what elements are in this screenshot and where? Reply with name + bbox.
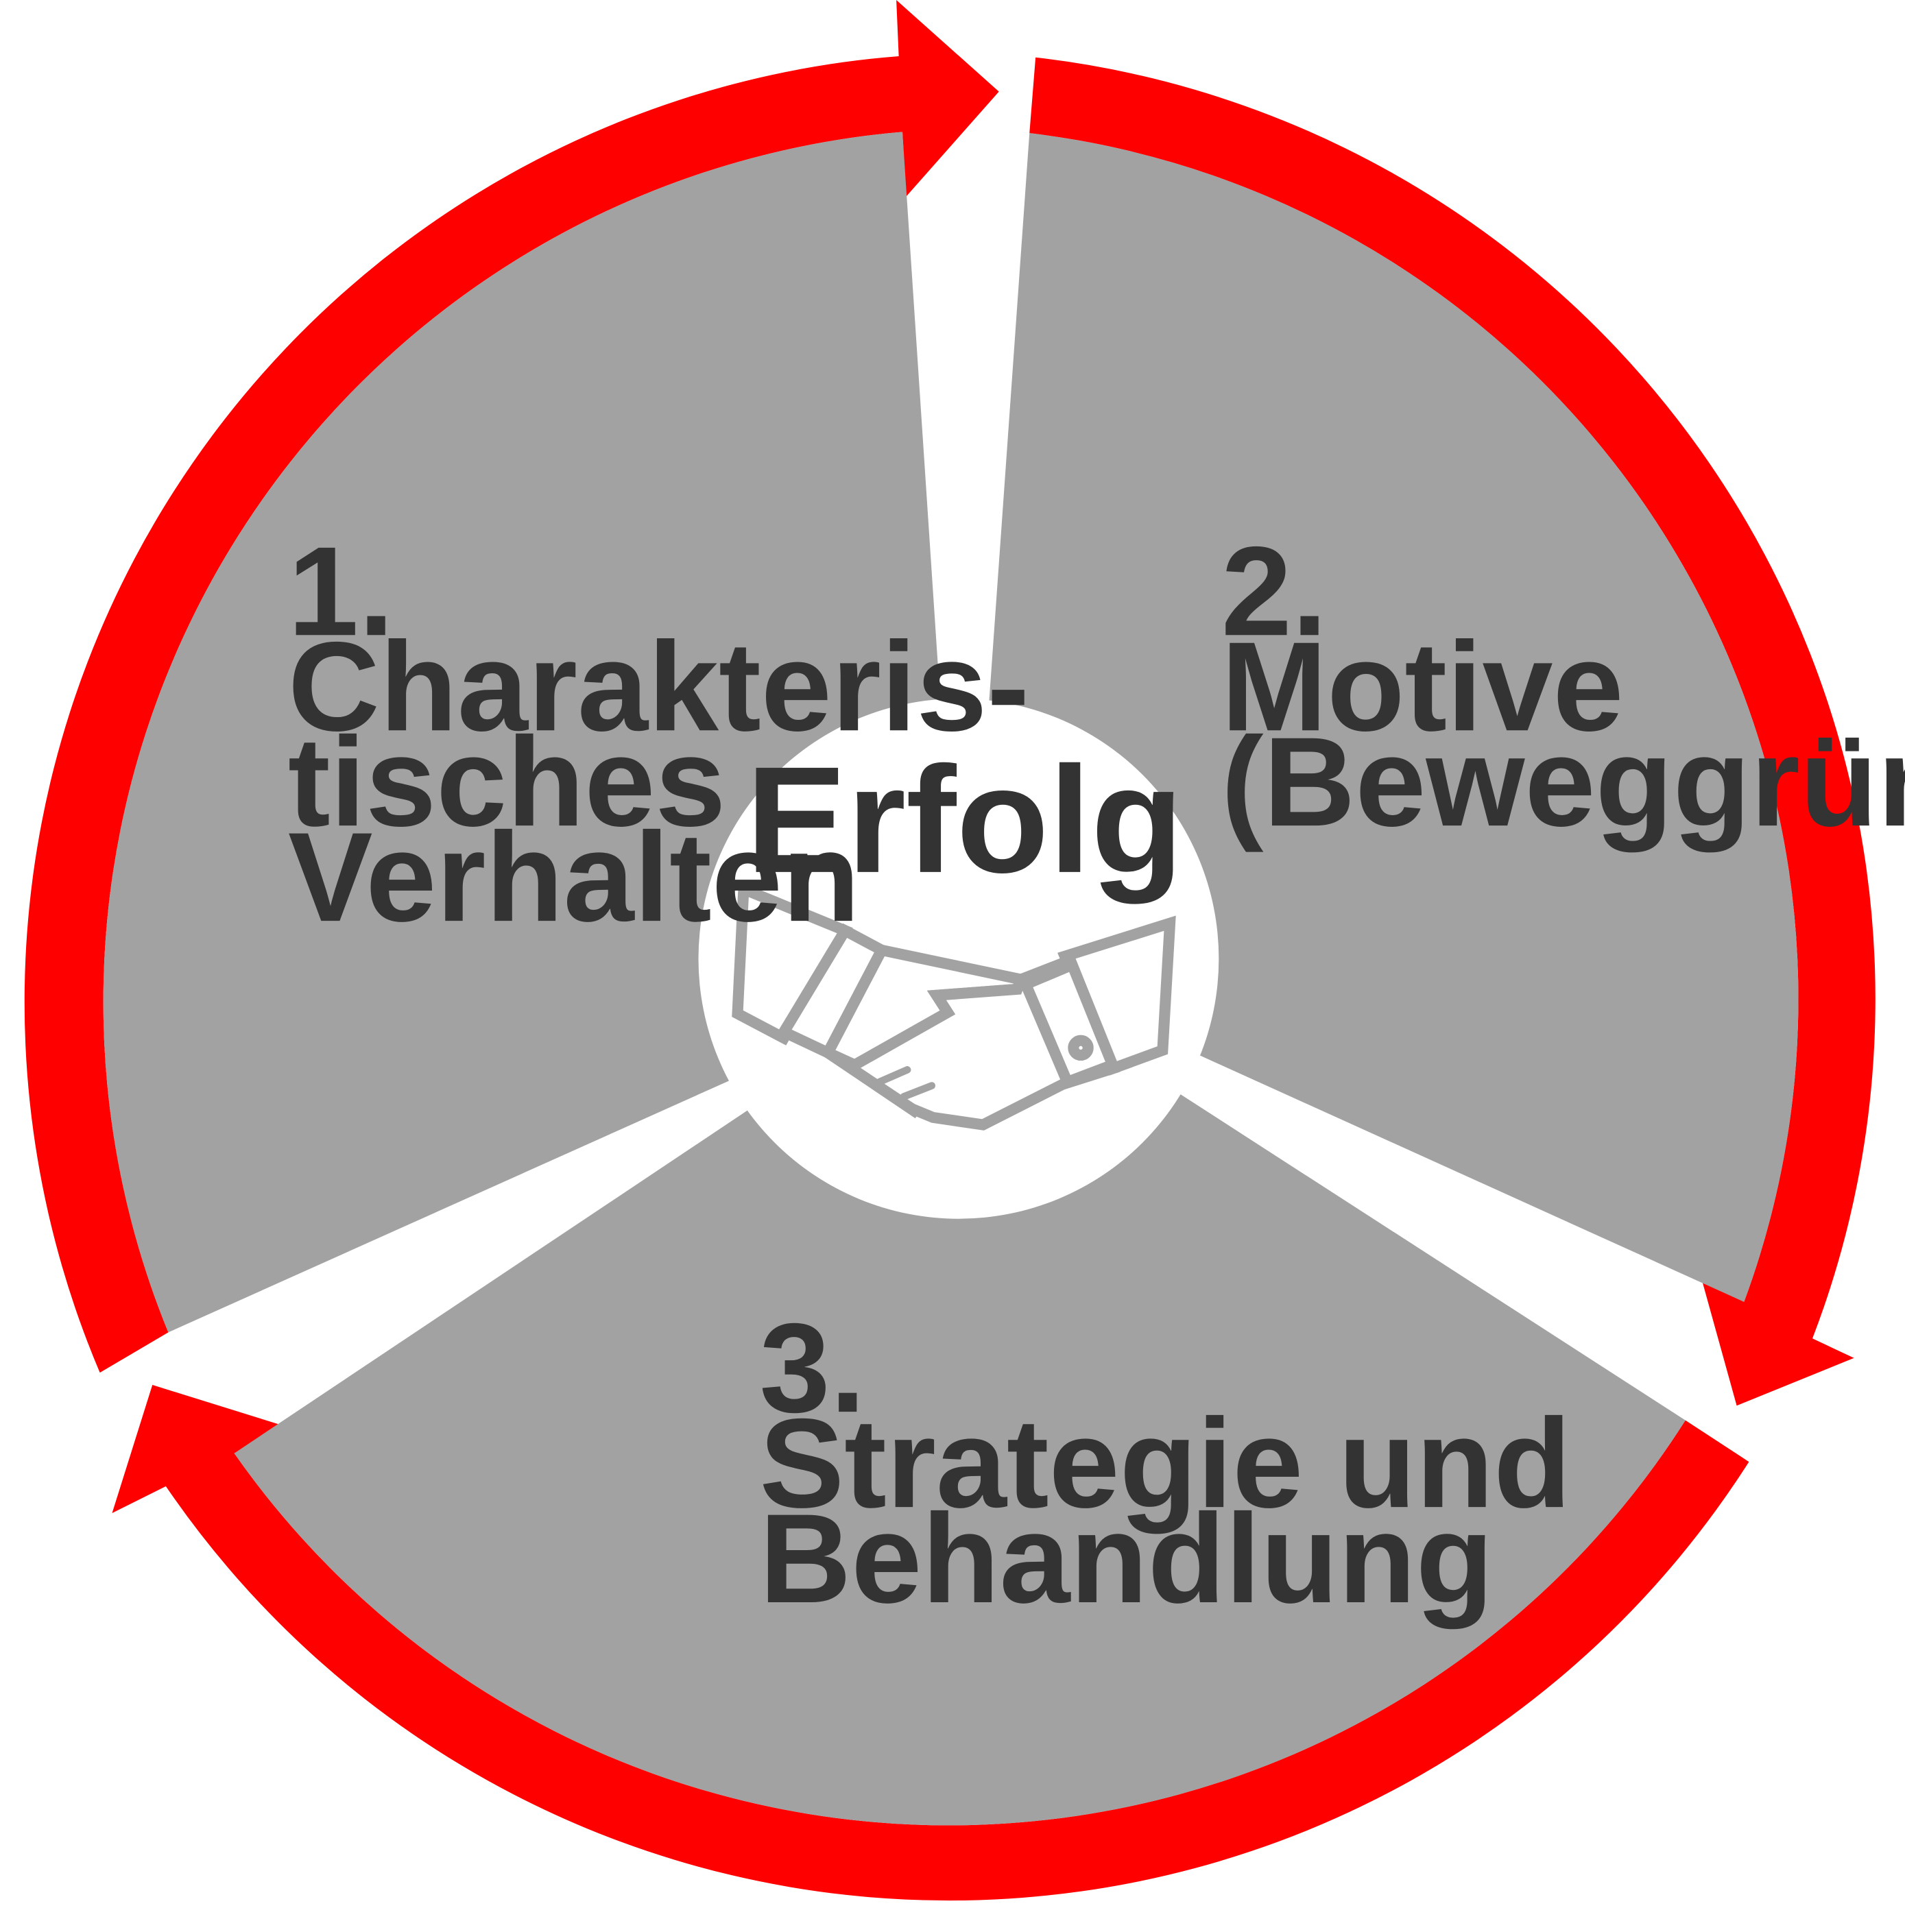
cycle-arrows bbox=[24, 0, 1876, 1901]
step-number: 2. bbox=[1221, 520, 1327, 662]
step-text-line: Behandlung bbox=[760, 1488, 1494, 1630]
arrow-bottom-icon bbox=[112, 1384, 1749, 1901]
handshake-icon bbox=[732, 881, 1176, 1131]
step-number: 1. bbox=[288, 520, 394, 662]
arrow-top-icon bbox=[24, 0, 999, 1373]
center-hub bbox=[698, 698, 1219, 1219]
step-1-label: 1. Charakteris- tisches Verhalten bbox=[288, 520, 1029, 948]
step-number: 3. bbox=[760, 1297, 866, 1439]
finger-line bbox=[900, 1082, 936, 1100]
step-3-label: 3. Strategie und Behandlung bbox=[760, 1297, 1572, 1630]
step-text-line: Motive bbox=[1221, 616, 1624, 758]
center-label: Erfolg bbox=[746, 735, 1184, 904]
step-2-label: 2. Motive (Beweggründe) bbox=[1221, 520, 1905, 853]
segment-3 bbox=[234, 1093, 1686, 1826]
left-cuff bbox=[732, 881, 853, 1046]
step-text-line: Strategie und bbox=[760, 1392, 1572, 1534]
arrow-right-icon bbox=[1029, 57, 1876, 1406]
step-text-line: Charakteris- bbox=[288, 616, 1029, 758]
step-text-line: tisches bbox=[288, 711, 726, 853]
step-text-line: (Beweggründe) bbox=[1221, 711, 1905, 853]
cufflink bbox=[1068, 1035, 1094, 1061]
step-text-line: Verhalten bbox=[288, 806, 860, 948]
finger-line bbox=[875, 1066, 911, 1086]
